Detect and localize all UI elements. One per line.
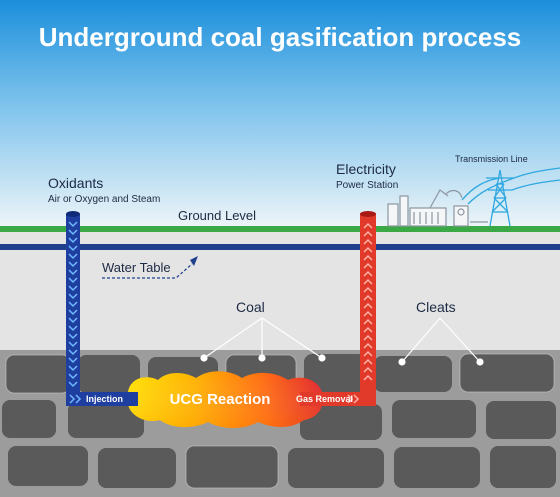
injection-pipe bbox=[66, 211, 138, 406]
electricity-label: Electricity bbox=[336, 161, 396, 177]
ucg-reaction-label: UCG Reaction bbox=[170, 391, 271, 408]
gas-removal-label: Gas Removal bbox=[296, 394, 353, 404]
transmission-tower-icon bbox=[461, 167, 560, 227]
injection-flow-arrows bbox=[68, 221, 82, 404]
diagram-title: Underground coal gasification process bbox=[39, 22, 522, 52]
oxidants-label: Oxidants bbox=[48, 175, 103, 191]
coal-label: Coal bbox=[236, 299, 265, 315]
transmission-line-label: Transmission Line bbox=[455, 154, 528, 164]
water-table-arrow bbox=[102, 256, 198, 279]
cleats-label: Cleats bbox=[416, 299, 456, 315]
gas-removal-pipe bbox=[300, 211, 376, 406]
power-station-label: Power Station bbox=[336, 180, 398, 191]
gas-flow-arrows bbox=[347, 222, 373, 404]
oxidants-sub-label: Air or Oxygen and Steam bbox=[48, 194, 160, 205]
water-table-line bbox=[0, 244, 560, 250]
power-station-icon bbox=[387, 189, 488, 227]
ground-level-line bbox=[0, 226, 560, 232]
cleats-pointer-lines bbox=[398, 317, 484, 366]
injection-label: Injection bbox=[86, 394, 123, 404]
sky bbox=[0, 0, 560, 228]
water-table-label: Water Table bbox=[102, 260, 171, 275]
ground-level-label: Ground Level bbox=[178, 208, 256, 223]
ucg-reaction-zone bbox=[128, 371, 324, 428]
coal-pointer-lines bbox=[200, 317, 326, 362]
